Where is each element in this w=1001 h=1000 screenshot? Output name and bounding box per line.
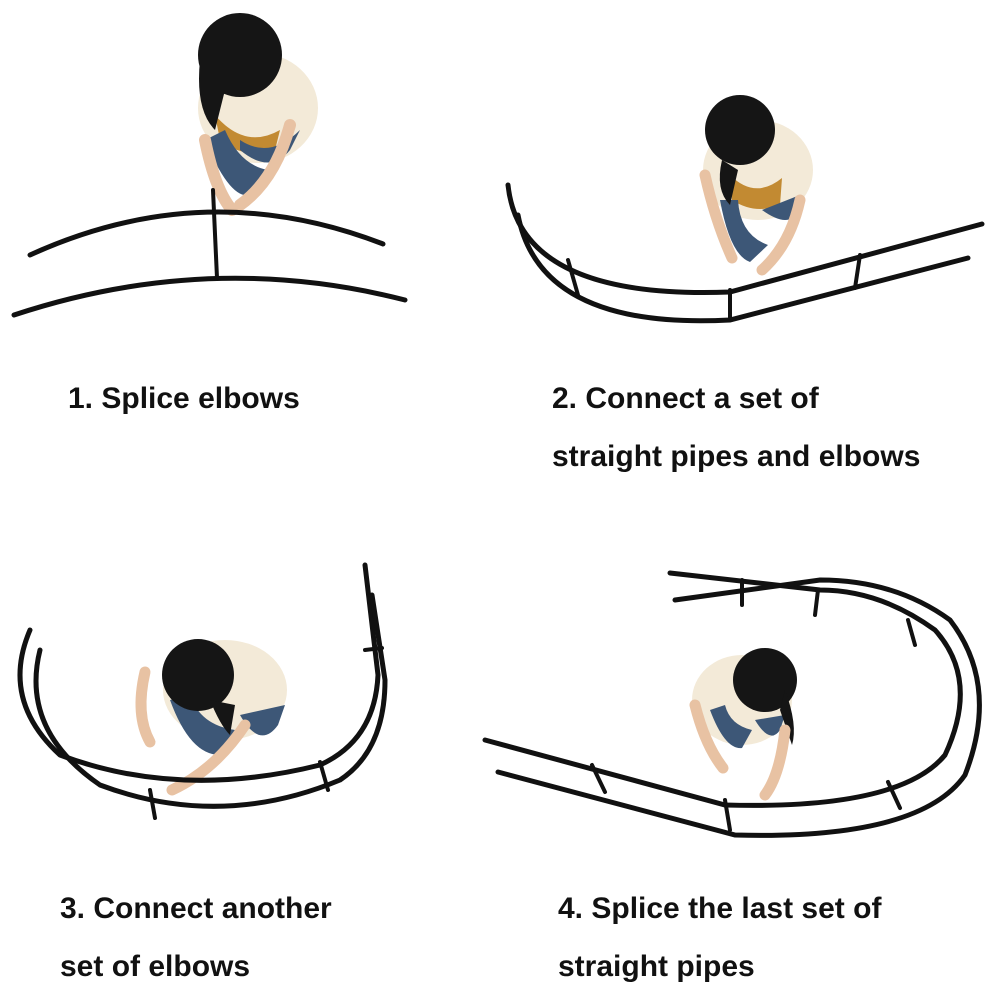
pipe-assembly — [505, 182, 985, 324]
step-3-caption: 3. Connect another set of elbows — [60, 880, 332, 996]
step-3-caption-line-2: set of elbows — [60, 950, 251, 983]
step-2-illustration — [505, 95, 985, 324]
person-figure — [198, 13, 318, 216]
pipe-assembly — [11, 188, 408, 318]
person-figure — [135, 639, 287, 796]
step-2-caption: 2. Connect a set of straight pipes and e… — [552, 370, 920, 486]
step-1-panel: 1. Splice elbows — [0, 0, 500, 500]
step-2-panel: 2. Connect a set of straight pipes and e… — [500, 0, 1001, 500]
step-4-illustration — [482, 570, 982, 838]
step-4-caption: 4. Splice the last set of straight pipes — [558, 880, 881, 996]
step-1-caption: 1. Splice elbows — [68, 370, 300, 428]
step-3-panel: 3. Connect another set of elbows — [0, 500, 500, 1000]
step-1-caption-line-1: 1. Splice elbows — [68, 382, 300, 415]
person-figure — [699, 95, 813, 276]
step-2-caption-line-2: straight pipes and elbows — [552, 440, 921, 473]
step-4-caption-line-1: 4. Splice the last set of — [558, 892, 882, 925]
person-figure — [689, 648, 797, 801]
pipe-assembly — [17, 562, 388, 820]
step-4-caption-line-2: straight pipes — [558, 950, 755, 983]
step-4-panel: 4. Splice the last set of straight pipes — [480, 500, 1001, 1000]
step-3-caption-line-1: 3. Connect another — [60, 892, 332, 925]
pipe-assembly — [482, 570, 982, 838]
step-1-illustration — [11, 13, 408, 318]
step-3-illustration — [17, 562, 388, 820]
step-2-caption-line-1: 2. Connect a set of — [552, 382, 819, 415]
